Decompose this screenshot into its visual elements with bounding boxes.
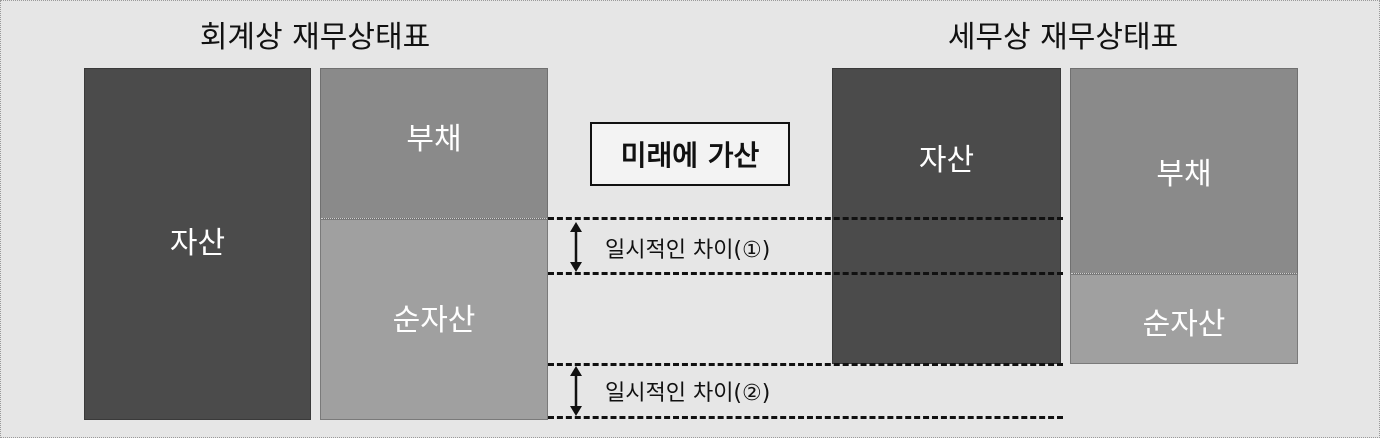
temporary-difference-1-label: 일시적인 차이(①) [605, 238, 771, 263]
difference-1-arrow-icon [570, 222, 582, 272]
guide-line-liability-boundary [548, 217, 1063, 220]
accounting-net-assets-block: 순자산 [320, 219, 548, 420]
future-addition-label: 미래에 가산 [620, 139, 760, 172]
tax-net-assets-label: 순자산 [1142, 307, 1226, 342]
accounting-assets-block: 자산 [84, 68, 311, 420]
future-addition-tag: 미래에 가산 [590, 122, 790, 186]
accounting-assets-label: 자산 [169, 226, 226, 261]
tax-balance-sheet-title: 세무상 재무상태표 [947, 20, 1179, 55]
tax-liabilities-block: 부채 [1070, 68, 1298, 274]
guide-line-tax-bottom [548, 363, 1063, 366]
tax-net-assets-block: 순자산 [1070, 274, 1298, 364]
guide-line-accounting-bottom [548, 416, 1063, 419]
accounting-liabilities-label: 부채 [406, 121, 462, 157]
guide-line-tax-net-asset-boundary [548, 272, 1063, 275]
temporary-difference-2-label: 일시적인 차이(②) [605, 381, 771, 406]
tax-divider [1071, 273, 1297, 274]
accounting-balance-sheet-title: 회계상 재무상태표 [199, 20, 431, 55]
tax-liabilities-label: 부채 [1156, 157, 1212, 192]
tax-assets-block: 자산 [832, 68, 1061, 364]
accounting-divider [321, 218, 547, 219]
accounting-net-assets-label: 순자산 [392, 302, 476, 338]
tax-assets-label: 자산 [918, 143, 975, 178]
difference-2-arrow-icon [570, 366, 582, 416]
accounting-liabilities-block: 부채 [320, 68, 548, 219]
